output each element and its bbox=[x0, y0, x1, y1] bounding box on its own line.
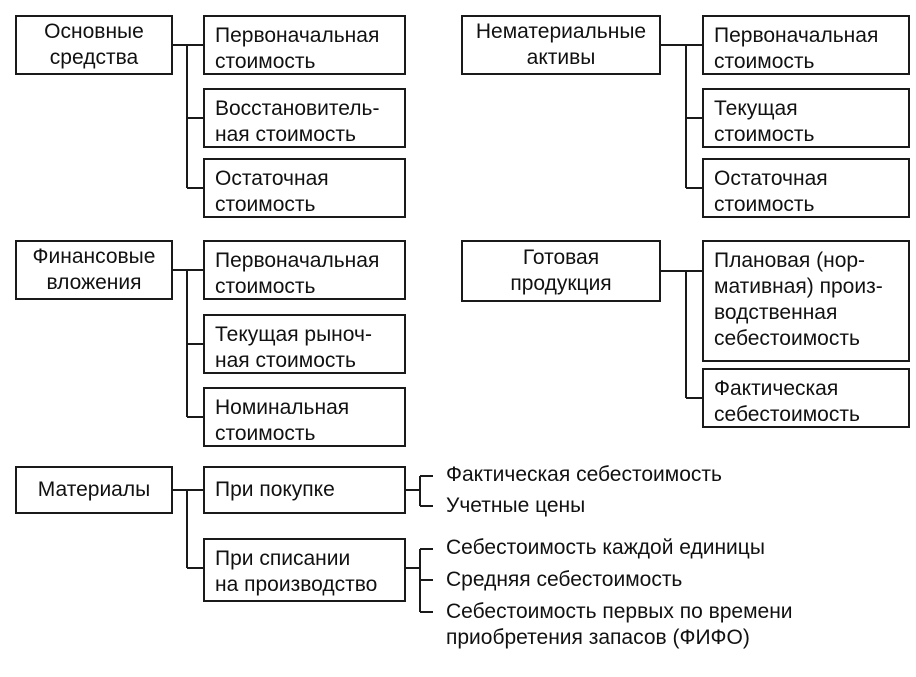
value-box: Восстановитель- ная стоимость bbox=[203, 88, 406, 148]
category-intangible-assets: Нематериальные активы bbox=[461, 15, 661, 75]
value-box: Остаточная стоимость bbox=[702, 158, 910, 218]
category-label: Нематериальные активы bbox=[475, 20, 647, 69]
category-finished-goods: Готовая продукция bbox=[461, 240, 661, 302]
method-label: Себестоимость каждой единицы bbox=[446, 536, 765, 559]
value-box: Плановая (нор- мативная) произ- водствен… bbox=[702, 240, 910, 362]
value-label: Фактическая себестоимость bbox=[714, 377, 860, 426]
value-box: Текущая стоимость bbox=[702, 88, 910, 148]
method-label: Учетные цены bbox=[446, 494, 586, 517]
category-financial-investments: Финансовые вложения bbox=[15, 240, 173, 300]
value-box: Первоначальная стоимость bbox=[203, 15, 406, 75]
category-materials: Материалы bbox=[15, 466, 173, 514]
connector bbox=[406, 475, 433, 507]
value-label: Плановая (нор- мативная) произ- водствен… bbox=[714, 249, 883, 350]
category-label: Готовая продукция bbox=[510, 246, 612, 295]
category-label: Основные средства bbox=[44, 20, 144, 69]
value-label: Первоначальная стоимость bbox=[215, 24, 380, 73]
value-box: Текущая рыноч- ная стоимость bbox=[203, 314, 406, 374]
value-label: Текущая рыноч- ная стоимость bbox=[215, 323, 372, 372]
value-box: Остаточная стоимость bbox=[203, 158, 406, 218]
connector bbox=[661, 44, 702, 189]
value-box: Номинальная стоимость bbox=[203, 387, 406, 447]
subgroup-box-write-off: При списании на производство bbox=[203, 538, 406, 602]
value-label: Номинальная стоимость bbox=[215, 396, 350, 445]
category-label: Материалы bbox=[37, 478, 151, 501]
value-label: Первоначальная стоимость bbox=[714, 24, 879, 73]
value-box: Первоначальная стоимость bbox=[203, 240, 406, 300]
method-label: Фактическая себестоимость bbox=[446, 463, 722, 486]
connector bbox=[173, 489, 203, 569]
method-label: Себестоимость первых по времени приобрет… bbox=[446, 600, 793, 649]
subgroup-label: При списании на производство bbox=[215, 547, 378, 596]
subgroup-label: При покупке bbox=[215, 478, 335, 501]
category-fixed-assets: Основные средства bbox=[15, 15, 173, 75]
value-label: Восстановитель- ная стоимость bbox=[215, 97, 380, 146]
connector bbox=[661, 270, 702, 399]
connector bbox=[173, 269, 203, 418]
category-label: Финансовые вложения bbox=[32, 245, 156, 294]
connector bbox=[406, 548, 433, 613]
method-label: Средняя себестоимость bbox=[446, 568, 683, 591]
value-label: Первоначальная стоимость bbox=[215, 249, 380, 298]
value-label: Остаточная стоимость bbox=[714, 167, 828, 216]
value-label: Остаточная стоимость bbox=[215, 167, 329, 216]
subgroup-box-purchase: При покупке bbox=[203, 466, 406, 514]
connector bbox=[173, 44, 203, 189]
value-label: Текущая стоимость bbox=[714, 97, 815, 146]
value-box: Первоначальная стоимость bbox=[702, 15, 910, 75]
value-box: Фактическая себестоимость bbox=[702, 368, 910, 428]
